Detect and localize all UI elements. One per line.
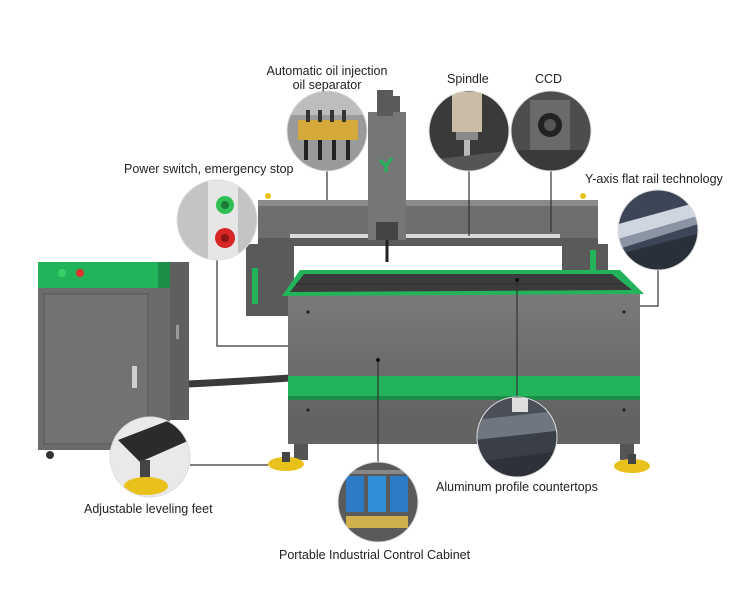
aluminum-table-top <box>282 270 644 296</box>
label-spindle: Spindle <box>447 72 489 86</box>
connection-cable <box>187 374 291 388</box>
zoom-power-switch <box>176 179 258 261</box>
spindle-carriage <box>368 90 406 262</box>
gantry-side-left <box>246 244 294 316</box>
label-leveling-feet: Adjustable leveling feet <box>84 502 213 516</box>
label-y-axis-rail: Y-axis flat rail technology <box>585 172 723 186</box>
label-control-cabinet: Portable Industrial Control Cabinet <box>279 548 471 562</box>
leveling-foot-right <box>614 454 650 473</box>
brand-logo-icon <box>378 157 394 172</box>
label-ccd: CCD <box>535 72 563 86</box>
zoom-spindle <box>428 90 510 172</box>
label-oil-injection: Automatic oil injection oil separator <box>252 64 402 92</box>
leader-power <box>216 260 288 347</box>
zoom-y-axis-rail <box>617 189 699 271</box>
zoom-ccd <box>510 90 592 172</box>
label-oil-injection-line-2: oil separator <box>292 78 362 92</box>
zoom-oil-separator <box>286 90 368 172</box>
leader-rail <box>640 270 659 307</box>
zoom-control-cabinet <box>337 461 419 543</box>
cabinet-green-button-icon <box>58 269 66 277</box>
machine-base <box>288 294 640 460</box>
label-aluminum-countertops: Aluminum profile countertops <box>436 480 598 494</box>
cabinet-red-button-icon <box>76 269 84 277</box>
leader-lines <box>190 171 659 466</box>
leveling-foot-left <box>268 452 304 471</box>
gantry-beam <box>258 193 598 246</box>
zoom-leveling-feet <box>109 416 191 498</box>
label-power-switch: Power switch, emergency stop <box>124 162 294 176</box>
label-oil-injection-line-1: Automatic oil injection <box>266 64 388 78</box>
